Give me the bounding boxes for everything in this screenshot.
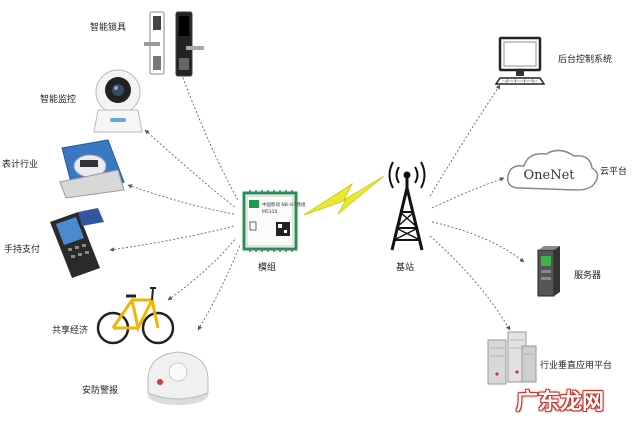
arrow-pos <box>109 225 235 252</box>
label-smoke-alarm: 安防警报 <box>82 386 119 396</box>
label-smart-lock: 智能锁具 <box>90 23 127 33</box>
lightning-icon <box>303 175 385 216</box>
bike-icon <box>96 287 175 345</box>
smoke-alarm-icon <box>147 351 209 405</box>
arrow-lock <box>179 69 239 201</box>
module-chip-sub: M5310 <box>262 209 277 215</box>
label-pos: 手持支付 <box>4 245 41 255</box>
server-cluster-icon <box>487 331 537 385</box>
cloud-logo-text: OneNet <box>523 168 575 183</box>
meter-icon <box>59 139 125 199</box>
watermark: 广东龙网 <box>516 390 605 415</box>
base-station-icon <box>388 161 426 251</box>
label-meter: 表计行业 <box>2 160 39 170</box>
label-backend: 后台控制系统 <box>558 55 613 65</box>
label-vertical-platform: 行业垂直应用平台 <box>540 361 613 371</box>
device-arrows <box>109 69 241 331</box>
label-bike: 共享经济 <box>52 326 89 336</box>
service-arrows <box>429 84 525 331</box>
pos-terminal-icon <box>50 208 104 278</box>
module-chip-text: 中国移动 NB-IoT模组 <box>262 201 306 208</box>
computer-icon <box>494 36 546 85</box>
label-cloud: 云平台 <box>600 167 628 177</box>
label-base-station: 基站 <box>396 263 415 273</box>
arrow-vertical <box>429 235 511 331</box>
label-module: 模组 <box>258 263 277 273</box>
arrow-backend <box>429 84 501 197</box>
arrow-camera <box>144 129 237 209</box>
label-server: 服务器 <box>574 271 602 281</box>
camera-icon <box>93 69 143 133</box>
arrow-server <box>431 221 525 263</box>
smart-lock-icon <box>144 11 204 77</box>
arrow-bike <box>167 237 237 301</box>
server-icon <box>537 246 560 297</box>
arrow-meter <box>127 184 235 215</box>
module-chip: 中国移动 NB-IoT模组 M5310 <box>242 190 306 252</box>
cloud-icon: OneNet <box>507 149 599 191</box>
arrow-cloud <box>431 177 505 209</box>
arrow-alarm <box>197 244 241 331</box>
label-smart-camera: 智能监控 <box>40 95 77 105</box>
